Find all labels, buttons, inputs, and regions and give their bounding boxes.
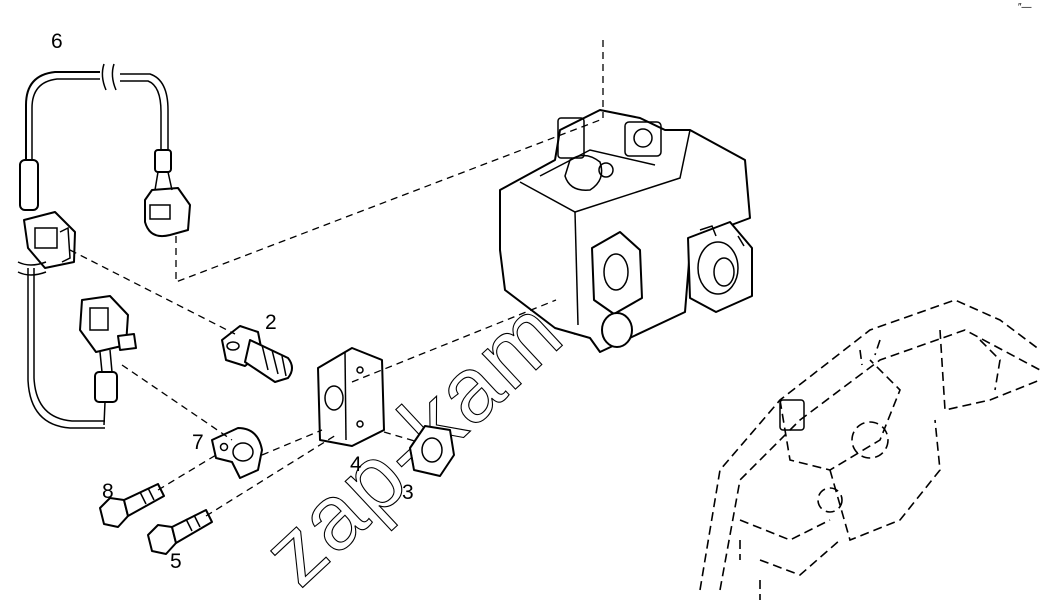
mounting-bracket — [317, 347, 385, 447]
pressure-sensor — [221, 325, 293, 383]
hydraulic-pump — [499, 109, 753, 353]
transmission-housing — [699, 299, 1041, 600]
callout-6: 6 — [51, 30, 63, 53]
hex-nut — [409, 425, 455, 477]
callout-2: 2 — [265, 311, 277, 334]
wiring-harness — [17, 63, 191, 429]
corner-mark: ″— — [1018, 2, 1032, 13]
callout-4: 4 — [350, 453, 362, 476]
callout-8: 8 — [102, 480, 114, 503]
bolt-lower — [147, 509, 213, 555]
callout-5: 5 — [170, 550, 182, 573]
callout-7: 7 — [192, 431, 204, 454]
cable-clamp — [211, 427, 263, 479]
callout-3: 3 — [402, 481, 414, 504]
bolt-upper — [99, 483, 165, 528]
assembly-leader-lines — [69, 40, 604, 517]
